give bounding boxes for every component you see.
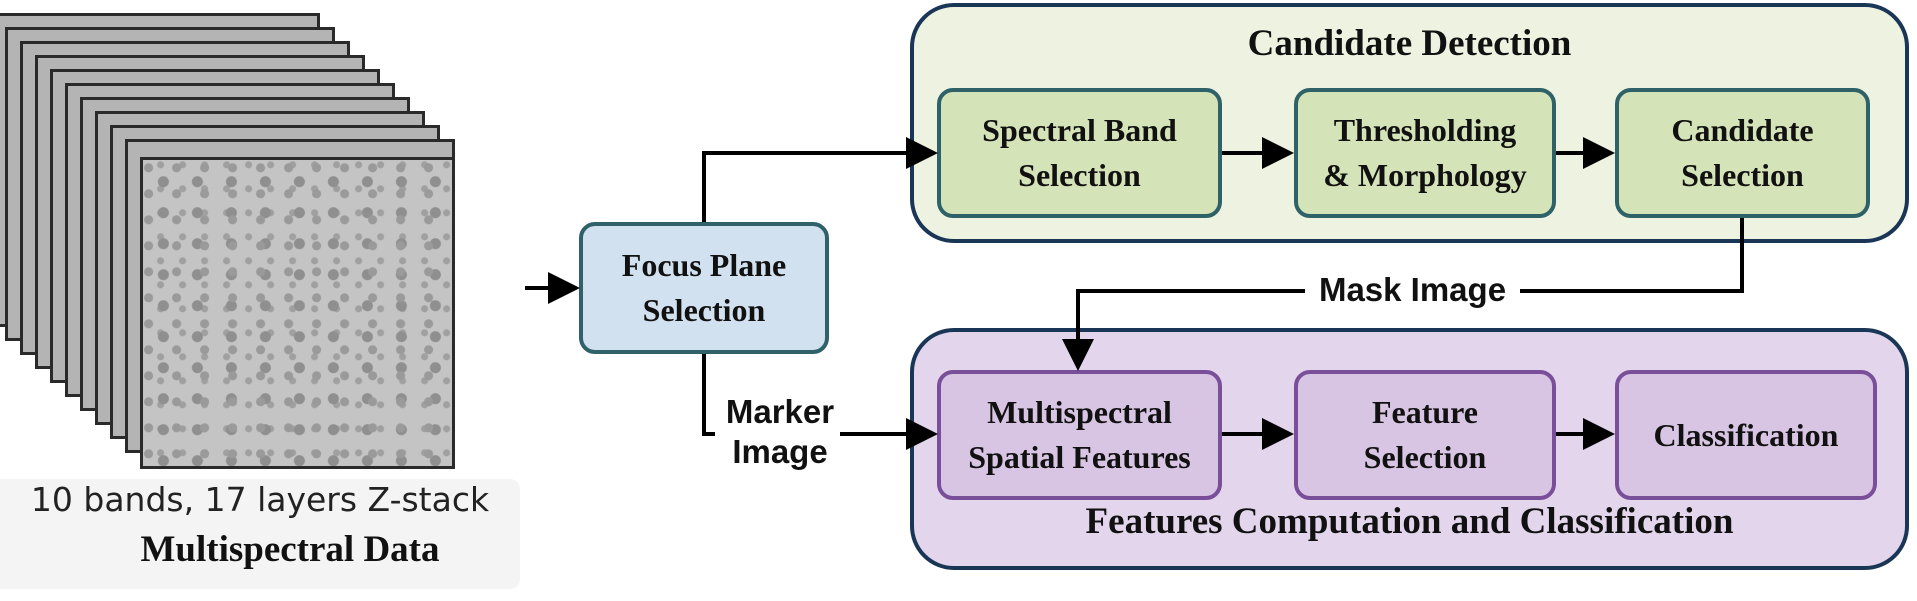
node-label-line: Thresholding	[1333, 112, 1517, 148]
stack-caption-panel	[0, 479, 520, 589]
candidate-to-multispectral-arrow	[1078, 218, 1744, 367]
mask-image-label: Mask Image	[1318, 271, 1507, 308]
node-label-line: Selection	[642, 292, 766, 328]
focus-to-spectral-arrow	[702, 137, 938, 222]
marker-label-line: Image	[732, 433, 828, 470]
node-label-line: Spatial Features	[968, 439, 1191, 475]
focus-to-multispectral-arrow	[702, 354, 934, 434]
node-label-line: Multispectral	[987, 394, 1172, 430]
node-label-line: Selection	[1681, 157, 1804, 193]
node-label-line: Classification	[1653, 416, 1839, 453]
node-label-line: Selection	[1363, 439, 1487, 475]
classification-node: Classification	[1615, 370, 1877, 500]
candidate-detection-title: Candidate Detection	[1247, 23, 1572, 64]
node-label-line: Selection	[1018, 157, 1141, 193]
microscopy-image	[140, 157, 455, 469]
thresholding-morphology-node: Thresholding & Morphology	[1294, 88, 1556, 218]
node-label-line: & Morphology	[1323, 157, 1527, 193]
features-group-title: Features Computation and Classification	[1085, 501, 1734, 542]
marker-image-label: Marker Image	[710, 392, 850, 472]
marker-label-line: Marker	[725, 393, 835, 430]
node-label-line: Feature	[1371, 394, 1478, 430]
node-label-line: Candidate	[1671, 112, 1814, 148]
stack-title: Multispectral Data	[140, 529, 440, 570]
stack-caption: 10 bands, 17 layers Z-stack	[30, 480, 490, 519]
node-label-line: Spectral Band	[982, 112, 1177, 148]
node-label-line: Focus Plane	[621, 247, 787, 283]
